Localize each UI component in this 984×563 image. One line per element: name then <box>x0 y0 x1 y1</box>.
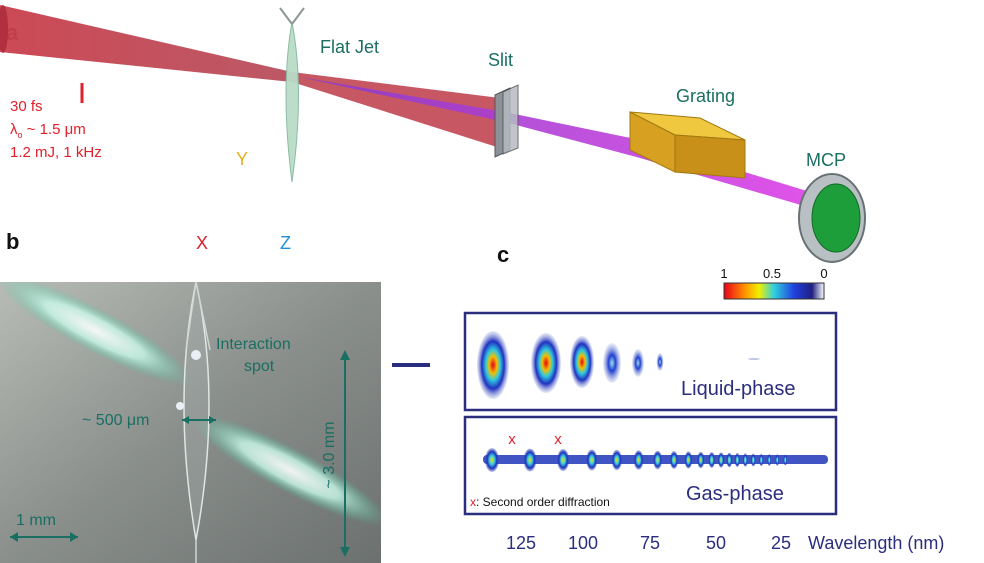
axis-tick-75: 75 <box>640 533 660 553</box>
jet-photograph <box>0 282 381 563</box>
jet-nozzle-right <box>291 7 305 25</box>
mcp-detector <box>811 183 861 253</box>
flat-jet-sheet <box>285 21 299 183</box>
liquid-harmonic <box>656 353 664 371</box>
colorbar <box>723 282 825 300</box>
jet-nozzle-left <box>279 7 293 25</box>
second-order-marker: x <box>508 431 516 448</box>
gas-harmonic <box>783 454 788 466</box>
liquid-harmonic-faint <box>748 358 760 360</box>
gas-phase-label: Gas-phase <box>686 483 784 505</box>
gas-harmonic <box>734 452 740 468</box>
colorbar-tick-max: 1 <box>720 266 727 281</box>
diverging-laser-beam <box>292 72 500 148</box>
gas-harmonic <box>742 453 748 467</box>
outgoing-beam-glow <box>192 414 381 526</box>
gas-harmonic <box>717 452 725 468</box>
laser-wavelength: λo ~ 1.5 μm <box>10 121 86 140</box>
axis-z-label: Z <box>280 233 291 253</box>
gas-harmonic <box>708 452 716 468</box>
slit-plate-back <box>502 84 519 155</box>
liquid-harmonic <box>603 343 621 383</box>
gas-spectrum <box>483 448 828 472</box>
gas-harmonic <box>523 448 537 472</box>
wavelength-axis-label: Wavelength (nm) <box>808 533 944 553</box>
interaction-label-2: spot <box>244 358 275 375</box>
gas-harmonic <box>557 448 570 472</box>
axis-x-label: X <box>196 233 208 253</box>
laser-energy: 1.2 mJ, 1 kHz <box>10 144 102 161</box>
gas-harmonic <box>767 454 772 466</box>
laser-duration: 30 fs <box>10 98 43 115</box>
gas-harmonic <box>611 449 622 471</box>
axis-y-label: Y <box>236 149 248 169</box>
panel-c-label: c <box>497 242 509 267</box>
axis-tick-100: 100 <box>568 533 598 553</box>
grating-side <box>674 134 746 179</box>
scale-label: 1 mm <box>16 512 56 529</box>
gas-harmonic <box>750 453 756 467</box>
width-label: ~ 500 μm <box>82 412 149 429</box>
gas-harmonic <box>485 448 499 472</box>
gas-harmonic <box>633 450 644 470</box>
axis-tick-50: 50 <box>706 533 726 553</box>
axis-tick-25: 25 <box>771 533 791 553</box>
second-order-marker: x <box>554 431 562 448</box>
gas-harmonic <box>697 451 705 469</box>
gas-harmonic <box>653 450 663 470</box>
liquid-harmonic <box>531 333 561 393</box>
gas-harmonic <box>684 451 693 469</box>
panel-b-label: b <box>6 229 19 254</box>
incoming-beam-glow <box>0 282 193 386</box>
axis-tick-125: 125 <box>506 533 536 553</box>
gas-harmonic <box>759 453 764 467</box>
liquid-harmonic <box>570 336 594 388</box>
liquid-phase-label: Liquid-phase <box>681 378 796 400</box>
colorbar-tick-min: 0 <box>820 266 827 281</box>
gas-harmonic <box>775 454 780 466</box>
interaction-label-1: Interaction <box>216 336 291 353</box>
flat-jet-label: Flat Jet <box>320 37 379 57</box>
gas-harmonic <box>586 449 598 471</box>
incoming-laser-beam <box>0 5 292 82</box>
liquid-harmonic <box>632 349 644 377</box>
liquid-phase-panel <box>463 311 838 412</box>
slit-label: Slit <box>488 50 513 70</box>
mcp-label: MCP <box>806 150 846 170</box>
liquid-harmonic <box>477 331 509 399</box>
second-order-legend: x: Second order diffraction <box>470 495 610 509</box>
spot-reflection <box>176 402 184 410</box>
colorbar-tick-mid: 0.5 <box>763 266 781 281</box>
beam-aperture <box>0 5 8 53</box>
gas-harmonic <box>726 452 733 468</box>
liquid-spectrum <box>477 331 760 399</box>
interaction-spot <box>191 350 201 360</box>
height-label: ~ 3.0 mm <box>321 421 338 488</box>
grating-label: Grating <box>676 86 735 106</box>
gas-harmonic <box>669 451 679 469</box>
